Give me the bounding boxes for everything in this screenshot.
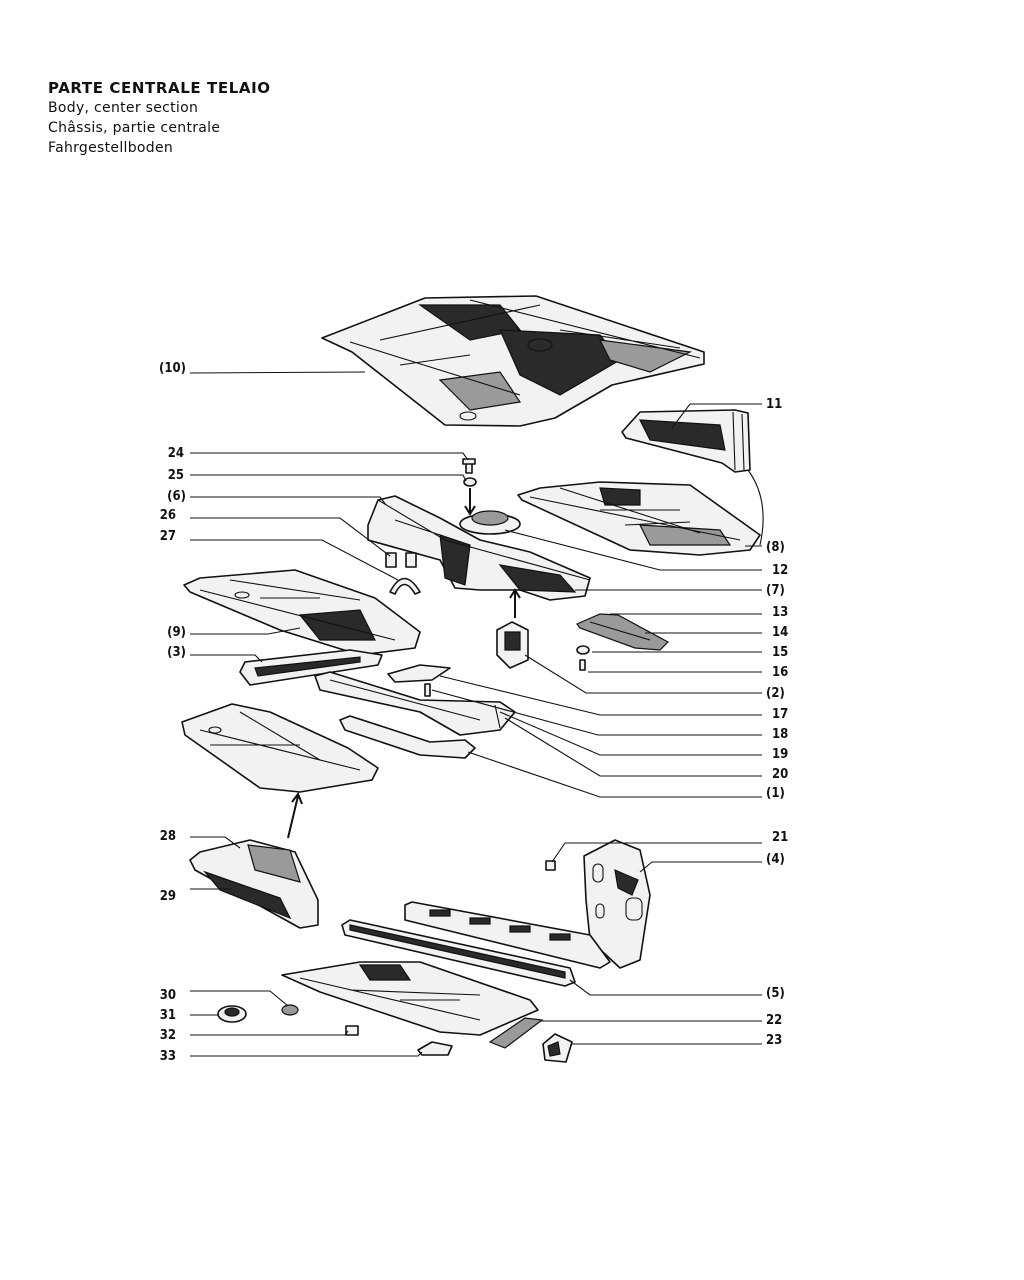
callout-33: 33 [160,1049,176,1064]
leader-18 [431,689,762,736]
part-plug-30 [281,1004,299,1016]
part-washer-15 [576,645,590,655]
header: PARTE CENTRALE TELAIO Body, center secti… [48,78,271,158]
callout-17: 17 [772,707,788,722]
part-cover-plate-13 [576,613,669,651]
leader-28 [190,836,241,849]
part-bolt-18 [424,683,431,697]
arrow-to-lower-floor [287,791,303,839]
part-washer-25 [463,477,477,487]
leader-3 [190,654,263,663]
part-sill-panel [404,901,611,969]
leader-17 [439,675,762,716]
callout-27: 27 [160,529,176,544]
title-french: Châssis, partie centrale [48,120,221,136]
callout-29: 29 [160,889,176,904]
part-bolt-16 [579,659,586,671]
leader-6 [190,496,387,506]
callout-6: (6) [167,489,186,504]
leader-9 [190,627,301,635]
callout-25: 25 [168,468,184,483]
part-bolt-24 [462,458,476,474]
callout-8: (8) [766,540,785,555]
callout-18: 18 [772,727,788,742]
callout-19: 19 [772,747,788,762]
leader-2 [524,654,762,694]
part-clip-32 [345,1025,359,1036]
callout-24: 24 [168,446,184,461]
callout-9: (9) [167,625,186,640]
part-rail-1 [339,715,476,759]
leader-11 [671,403,762,429]
title-italian: PARTE CENTRALE TELAIO [48,79,271,97]
leader-20 [504,717,762,777]
part-channel-bracket [621,409,751,473]
part-left-floor-panel [183,569,421,656]
part-floor-pan-assembly [321,295,705,427]
leader-10 [189,371,366,374]
part-grommet-31 [217,1005,247,1023]
callout-2: (2) [766,686,785,701]
part-rocker-5 [341,919,576,987]
leader-32 [190,1030,349,1036]
callout-15: 15 [772,645,788,660]
callout-5: (5) [766,986,785,1001]
callout-4: (4) [766,852,785,867]
leader-30 [190,990,289,1007]
callout-10: (10) [159,361,186,376]
leader-1 [467,751,762,798]
callout-20: 20 [772,767,788,782]
leader-12 [504,529,762,571]
part-plate-17 [387,664,451,683]
callout-3: (3) [167,645,186,660]
part-rear-floor-panel [517,469,764,556]
callout-30: 30 [160,988,176,1003]
part-clip-27 [389,577,421,595]
part-crossmember-19 [314,671,516,736]
part-front-floor [281,961,539,1036]
part-support-2 [496,621,529,669]
callout-28: 28 [160,829,176,844]
callout-11: 11 [766,397,782,412]
part-clip-21 [545,860,556,871]
leader-25 [190,474,467,482]
leader-33 [190,1051,423,1057]
callout-12: 12 [772,563,788,578]
arrow-bolt-to-tunnel [464,488,476,516]
callout-21: 21 [772,830,788,845]
leader-4 [639,861,762,873]
leader-21 [551,842,762,863]
title-german: Fahrgestellboden [48,140,174,156]
callout-26: 26 [160,508,176,523]
callout-13: 13 [772,605,788,620]
leader-24 [190,452,469,461]
part-battery-tray-29 [189,839,319,929]
part-bracket-23 [542,1033,573,1063]
leader-5 [569,979,762,996]
title-english: Body, center section [48,100,199,116]
callout-14: 14 [772,625,788,640]
leader-26 [190,517,391,557]
callout-32: 32 [160,1028,176,1043]
leader-27 [190,539,399,581]
callout-16: 16 [772,665,788,680]
callout-31: 31 [160,1008,176,1023]
callout-1: (1) [766,786,785,801]
part-clip-26 [385,552,417,568]
part-sill-channel-3 [239,649,383,686]
callout-23: 23 [766,1033,782,1048]
part-plate-22 [488,1017,544,1049]
callout-7: (7) [766,583,785,598]
arrow-support-to-tunnel [509,588,521,618]
part-lower-floor-panel [181,703,379,793]
callout-22: 22 [766,1013,782,1028]
part-bracket-33 [417,1041,453,1056]
part-center-tunnel [367,495,591,601]
leader-19 [499,711,762,756]
